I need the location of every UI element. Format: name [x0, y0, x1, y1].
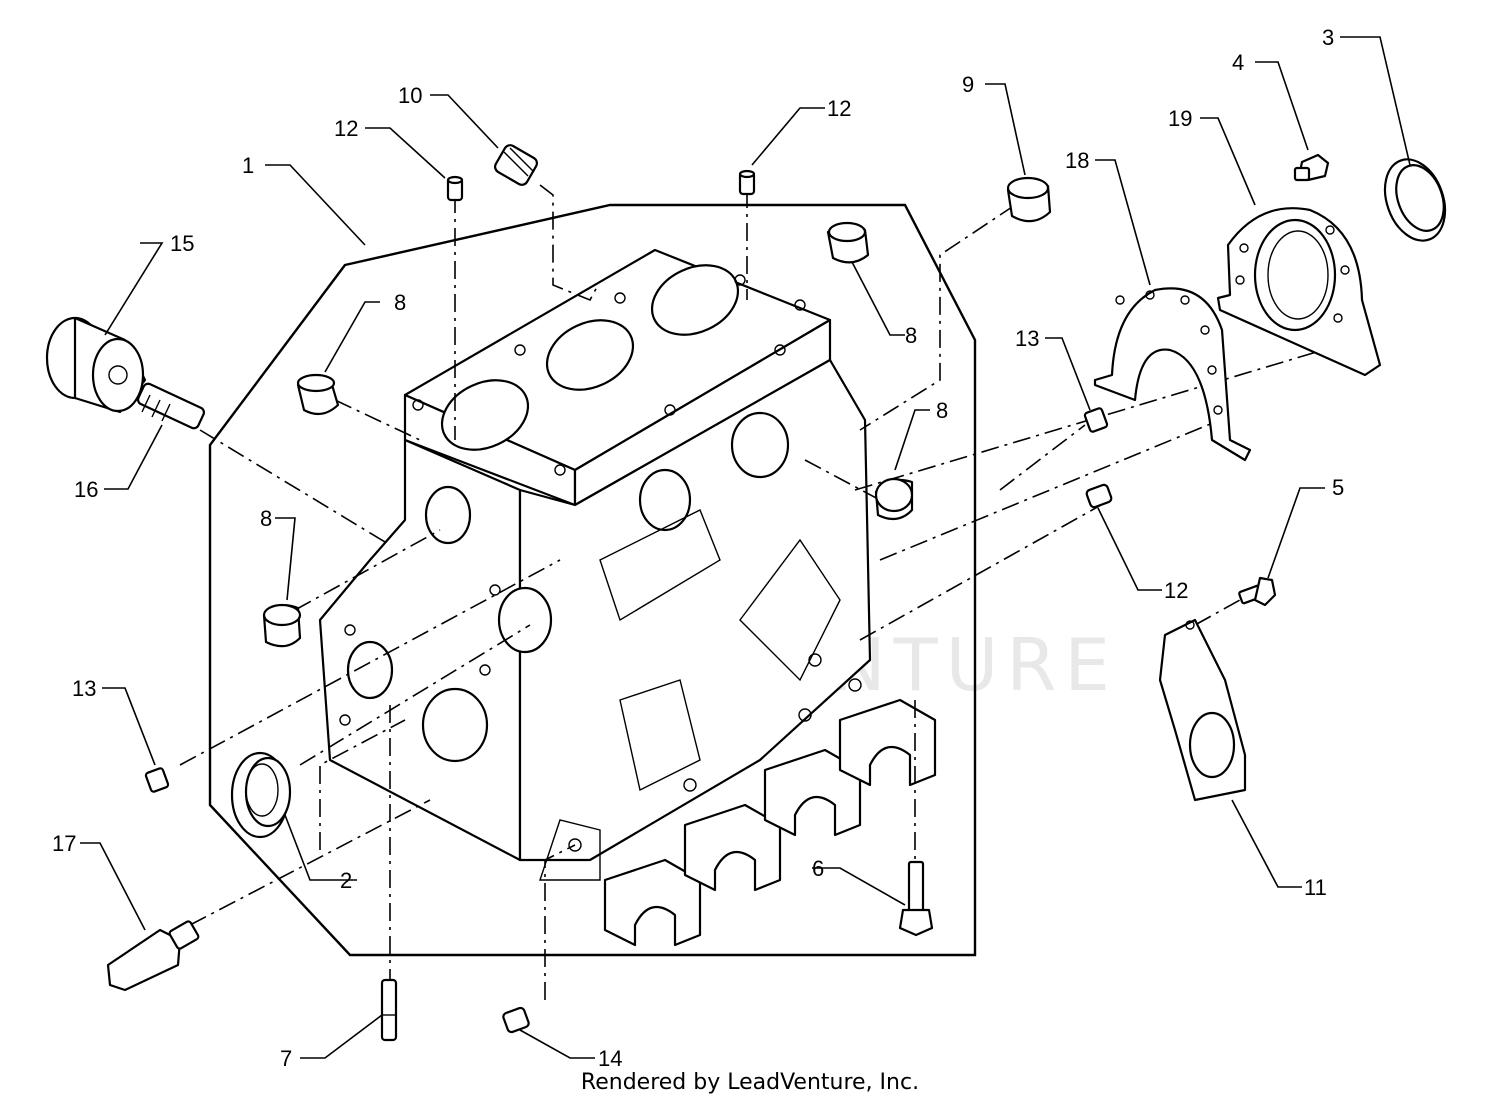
bearing-cap-3[interactable]	[763, 748, 862, 837]
dowel-pin-13-left[interactable]	[144, 767, 170, 793]
expansion-plug-9[interactable]	[1006, 176, 1052, 223]
expansion-plug-8-right[interactable]	[874, 477, 914, 521]
callout-8-a: 8	[394, 290, 406, 315]
callout-10: 10	[398, 83, 422, 108]
callout-12-b: 12	[827, 96, 851, 121]
oil-seal-3[interactable]	[1374, 151, 1455, 249]
dowel-pin-12-lower-right[interactable]	[1085, 483, 1113, 509]
expansion-plug-8-left[interactable]	[262, 603, 302, 648]
dowel-pin-13-right[interactable]	[1083, 407, 1109, 433]
oil-seal-2[interactable]	[230, 751, 292, 839]
callout-12-a: 12	[334, 116, 358, 141]
callout-2: 2	[340, 868, 352, 893]
callout-11: 11	[1304, 875, 1327, 900]
dowel-pin-12-left[interactable]	[446, 175, 464, 202]
bearing-cap-1[interactable]	[603, 858, 702, 947]
callout-8-b: 8	[905, 323, 917, 348]
cover-plate-11[interactable]	[1158, 618, 1247, 802]
filter-fitting-16[interactable]	[136, 382, 206, 430]
callout-5: 5	[1332, 475, 1344, 500]
callout-9: 9	[962, 72, 974, 97]
bearing-cap-2[interactable]	[683, 803, 782, 892]
bearing-cap-4[interactable]	[838, 698, 937, 787]
callout-13-b: 13	[72, 676, 96, 701]
threaded-plug-10[interactable]	[493, 143, 539, 187]
main-bearing-bolt-6[interactable]	[898, 860, 934, 937]
expansion-plug-8-top-left[interactable]	[296, 373, 340, 416]
callout-8-c: 8	[936, 398, 948, 423]
bolt-4[interactable]	[1293, 153, 1330, 182]
callout-18: 18	[1065, 148, 1089, 173]
oil-seal-retainer-19[interactable]	[1216, 207, 1382, 377]
callout-leaders	[80, 36, 1411, 1059]
oil-pressure-switch-17[interactable]	[106, 920, 200, 992]
callout-8-d: 8	[260, 506, 272, 531]
callout-19: 19	[1168, 106, 1192, 131]
oil-filter-15[interactable]	[45, 316, 147, 414]
assembly-boundary	[208, 203, 977, 957]
callout-numbers: 1 2 3 4 5 6 7 8 8 8 8 9 10 11 12 12 12 1…	[52, 25, 1344, 1071]
dowel-pin-12-right[interactable]	[738, 169, 756, 196]
gasket-18[interactable]	[1093, 287, 1252, 462]
callout-16: 16	[74, 477, 98, 502]
expansion-plug-8-top-right[interactable]	[826, 221, 870, 264]
bolt-5[interactable]	[1238, 576, 1277, 607]
callout-6: 6	[812, 856, 824, 881]
block-bolt-holes	[339, 274, 862, 852]
callout-15: 15	[170, 231, 194, 256]
callout-12-c: 12	[1164, 578, 1188, 603]
footer-credit: Rendered by LeadVenture, Inc.	[580, 1070, 920, 1095]
callout-17: 17	[52, 831, 76, 856]
dowel-pin-14[interactable]	[502, 1006, 530, 1034]
callout-1: 1	[242, 153, 254, 178]
callout-13-a: 13	[1015, 326, 1039, 351]
callout-14: 14	[598, 1046, 622, 1071]
callout-4: 4	[1232, 50, 1244, 75]
stud-bolt-7[interactable]	[380, 978, 398, 1042]
callout-3: 3	[1322, 25, 1334, 50]
callout-7: 7	[280, 1046, 292, 1071]
cylinder-block[interactable]	[318, 248, 872, 881]
assembly-lines	[179, 184, 1341, 1000]
